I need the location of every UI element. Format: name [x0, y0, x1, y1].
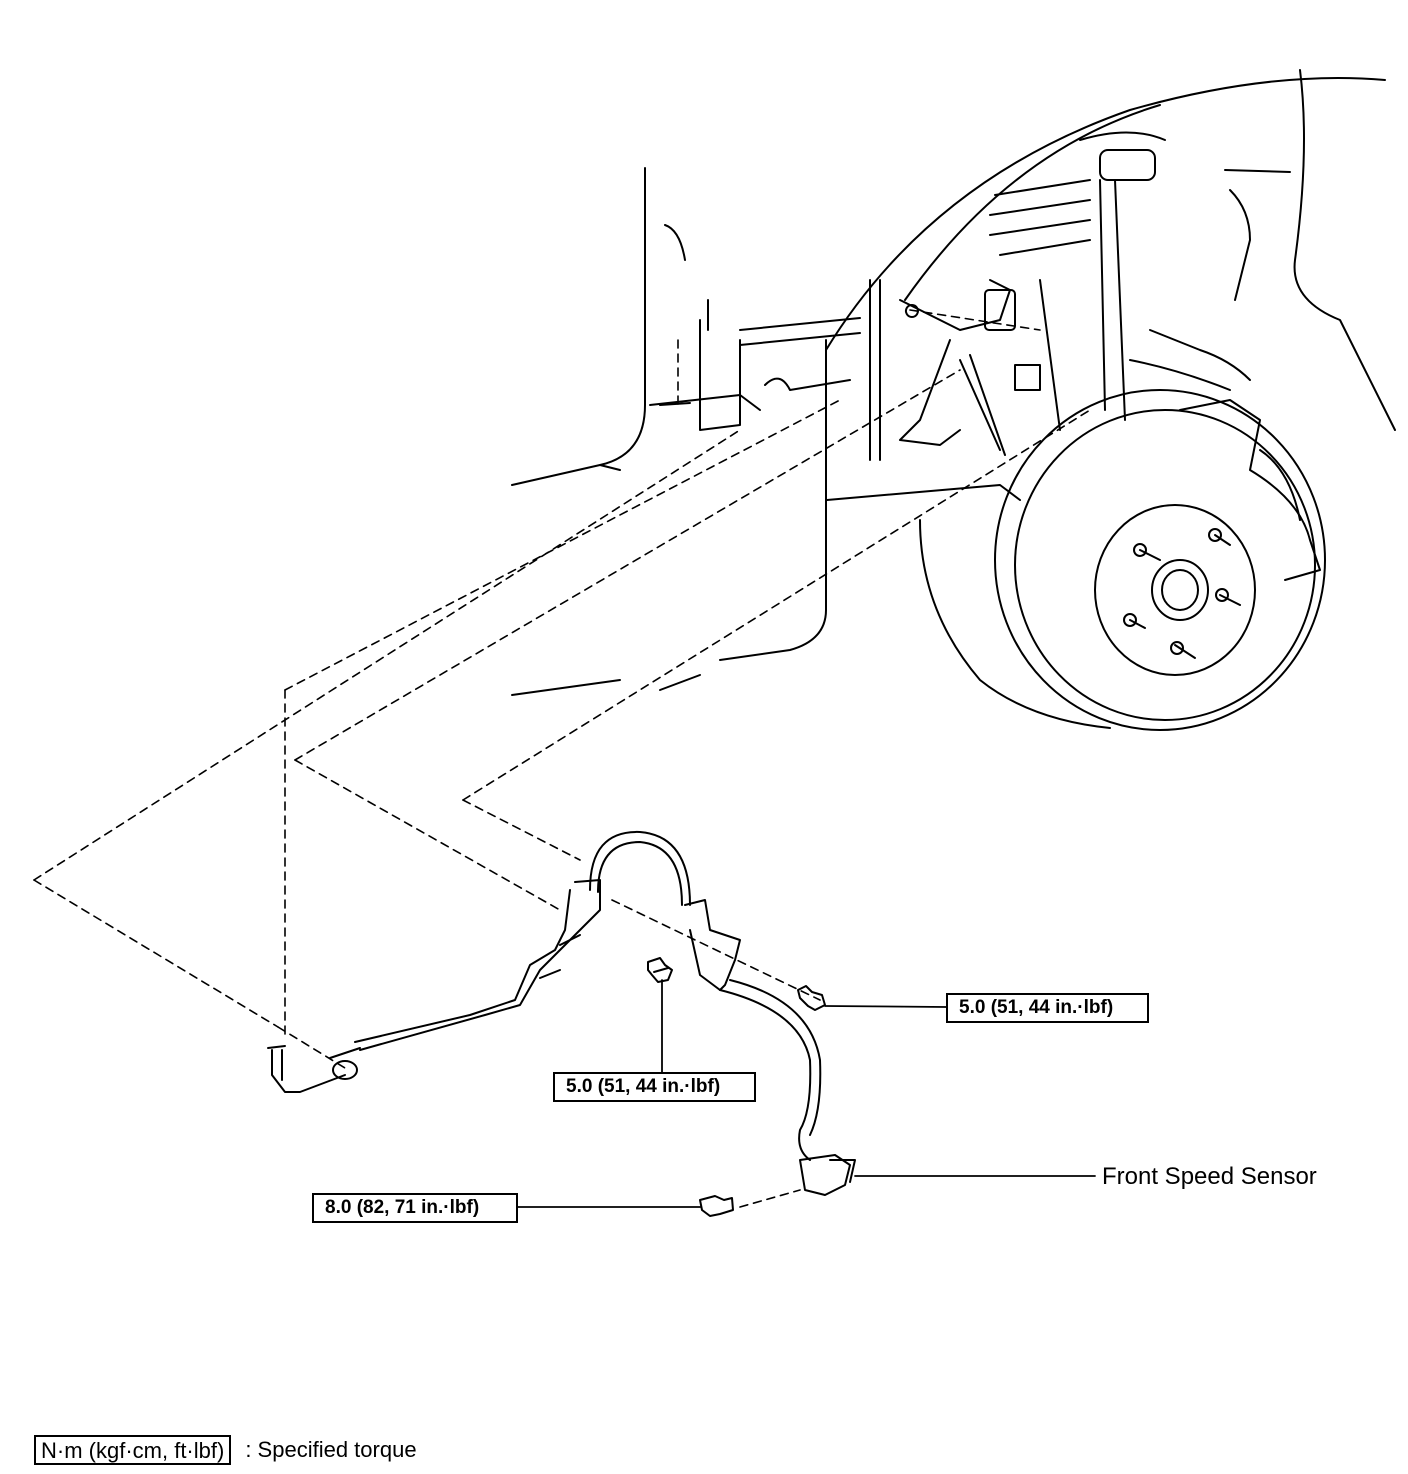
leader-lines	[517, 979, 1096, 1208]
brake-rotor	[994, 389, 1326, 731]
bolt-lower-left	[699, 1195, 734, 1217]
legend-unit-box: N·m (kgf·cm, ft·lbf)	[34, 1435, 232, 1465]
sensor-harness	[267, 830, 856, 1196]
torque-legend: N·m (kgf·cm, ft·lbf) : Specified torque	[34, 1435, 417, 1465]
strut-assembly	[989, 131, 1251, 431]
body-panel	[511, 167, 1021, 696]
bolt-middle	[647, 957, 673, 983]
fender-arch	[825, 69, 1396, 729]
bolts	[647, 957, 826, 1217]
torque-spec-lower-left: 8.0 (82, 71 in.·lbf)	[312, 1193, 518, 1223]
torque-spec-upper-right: 5.0 (51, 44 in.·lbf)	[946, 993, 1149, 1023]
torque-spec-middle: 5.0 (51, 44 in.·lbf)	[553, 1072, 756, 1102]
legend-description: : Specified torque	[245, 1437, 417, 1462]
front-speed-sensor-label: Front Speed Sensor	[1102, 1163, 1317, 1190]
bolt-upper-right	[797, 985, 826, 1011]
alignment-lines	[33, 309, 1091, 1208]
knuckle-linkage	[869, 279, 1041, 461]
